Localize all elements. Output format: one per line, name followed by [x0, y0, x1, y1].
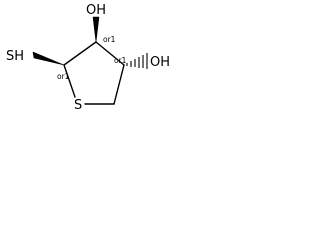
bond-s-c2 — [63, 64, 76, 98]
molecule-diagram: SH OH OH S or1 or1 or1 — [6, 3, 170, 113]
atom-label-s-ring: S — [74, 98, 82, 113]
bond-c2-c3 — [63, 41, 97, 66]
atom-label-oh-left: OH — [86, 3, 106, 18]
bond-c4-c5 — [113, 64, 125, 105]
atom-label-sh: SH — [6, 49, 24, 64]
stereo-label-c2: or1 — [57, 72, 70, 81]
wedge-bond-c3-oh — [92, 16, 100, 43]
atom-label-oh-right: OH — [150, 55, 170, 70]
wedge-bond-c2-sh — [32, 51, 65, 66]
bond-c3-c4 — [95, 41, 125, 66]
stereo-label-c4: or1 — [114, 56, 127, 65]
hashed-bond-c4-oh — [126, 53, 148, 69]
stereo-label-c3: or1 — [103, 35, 116, 44]
